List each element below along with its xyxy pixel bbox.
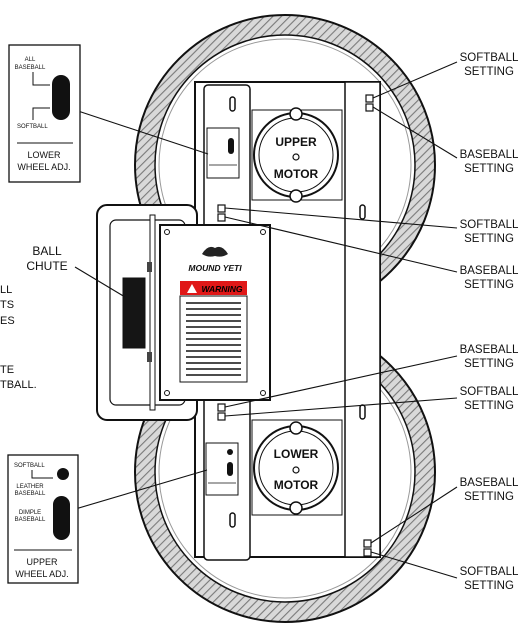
upper-wheel-adj-slot [53,496,70,540]
lower-motor: LOWER MOTOR [251,419,343,516]
lower-motor-label-1: LOWER [274,447,319,461]
warning-triangle-icon [187,284,197,293]
upper-motor-label-1: UPPER [275,135,317,149]
warning-label: WARNING [201,284,242,294]
svg-text:TS: TS [0,299,14,311]
upper-motor-label-2: MOTOR [274,167,319,181]
svg-text:TE: TE [0,364,14,376]
svg-text:ES: ES [0,315,15,327]
leader-lines [71,61,458,579]
brand-name: MOUND YETI [188,263,242,273]
lower-wheel-adj-slot [52,75,70,120]
setting-holes [217,94,374,557]
softball-hole [57,468,69,480]
left-partial-text: LL TS ES TE TBALL. [0,284,37,391]
lower-motor-label-2: MOTOR [274,478,319,492]
yeti-logo-icon [202,246,228,257]
warning-decal-plate: MOUND YETI WARNING [159,224,271,401]
warning-text-lines [186,302,241,376]
upper-wheel-adj-small-plate [205,442,239,496]
lower-wheel-adj-small-plate [206,127,240,179]
svg-text:SOFTBALL: SOFTBALL [14,463,45,469]
svg-text:TBALL.: TBALL. [0,379,37,391]
svg-text:SOFTBALL: SOFTBALL [17,124,48,130]
upper-motor: UPPER MOTOR [251,107,343,203]
svg-text:LL: LL [0,284,12,296]
